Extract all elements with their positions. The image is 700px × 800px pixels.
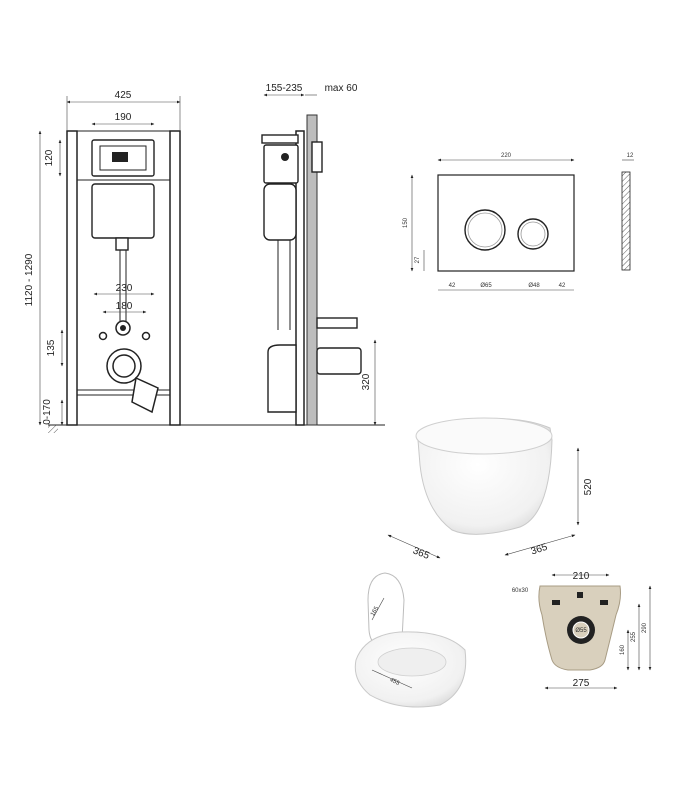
bolt-left bbox=[98, 331, 108, 341]
bowl-back-view: Ø55 210 60x30 275 160 255 290 bbox=[512, 571, 652, 690]
bowl-interior bbox=[377, 647, 447, 677]
dim-depth: 155-235 bbox=[266, 83, 303, 94]
frame-side-post bbox=[295, 130, 305, 426]
dim-max-60: max 60 bbox=[325, 83, 358, 94]
frame-side-view: 155-235 max 60 320 bbox=[261, 83, 377, 426]
dim-455: 455 bbox=[389, 677, 401, 687]
dim-230: 230 bbox=[116, 283, 133, 294]
center-fitting-core bbox=[120, 325, 126, 331]
dim-total-height: 1120 - 1290 bbox=[24, 253, 35, 306]
dim-320: 320 bbox=[361, 373, 372, 390]
drain-outlet-inner bbox=[112, 354, 136, 378]
bowl-open-view: 165 455 bbox=[354, 572, 467, 708]
dim-365a-line bbox=[387, 534, 441, 559]
dim-plate-190: 190 bbox=[115, 112, 132, 123]
side-plate-box bbox=[263, 144, 299, 184]
frame-front-view: 425 190 120 1120 - 1290 230 180 135 0-17… bbox=[24, 90, 385, 433]
flush-plate-body bbox=[437, 174, 575, 272]
dim-42-right: 42 bbox=[559, 283, 566, 289]
inlet-hole bbox=[577, 592, 583, 598]
dim-365-a: 365 bbox=[411, 545, 431, 562]
dim-275: 275 bbox=[573, 678, 590, 689]
small-button bbox=[517, 218, 549, 250]
dim-d48: Ø48 bbox=[528, 283, 540, 289]
dim-210: 210 bbox=[573, 571, 590, 582]
dim-165: 165 bbox=[370, 605, 381, 617]
side-plate-face bbox=[311, 141, 323, 173]
frame-post-right bbox=[169, 130, 181, 426]
dim-12: 12 bbox=[627, 153, 634, 159]
big-button-ring bbox=[467, 212, 503, 248]
big-button bbox=[464, 209, 506, 251]
dim-135: 135 bbox=[46, 339, 57, 356]
side-cistern bbox=[263, 183, 297, 241]
dim-520: 520 bbox=[583, 478, 594, 495]
dim-365-b: 365 bbox=[530, 542, 550, 558]
plate-profile bbox=[621, 171, 631, 271]
dim-width-425: 425 bbox=[115, 90, 132, 101]
dim-180: 180 bbox=[116, 301, 133, 312]
drain-elbow bbox=[131, 376, 159, 414]
floor-hatch bbox=[48, 425, 58, 433]
plate-mechanism bbox=[99, 145, 147, 171]
plate-valve-icon bbox=[112, 152, 128, 162]
small-button-ring bbox=[520, 221, 546, 247]
side-drain-outlet bbox=[316, 347, 362, 375]
dim-27: 27 bbox=[415, 256, 421, 263]
dim-290: 290 bbox=[642, 622, 648, 633]
dim-455-line bbox=[371, 669, 413, 689]
dim-d55: Ø55 bbox=[575, 628, 587, 634]
dim-165-line bbox=[371, 597, 385, 621]
drain-hole-inner bbox=[572, 621, 590, 639]
dim-255: 255 bbox=[631, 631, 637, 642]
dim-42-left: 42 bbox=[449, 283, 456, 289]
frame-post-left bbox=[66, 130, 78, 426]
bowl-seat bbox=[415, 417, 553, 455]
dim-160: 160 bbox=[620, 644, 626, 655]
dim-top-120: 120 bbox=[44, 149, 55, 166]
hole-right bbox=[600, 600, 608, 605]
dim-0-170: 0-170 bbox=[42, 399, 53, 425]
side-drain-trap bbox=[267, 344, 297, 413]
side-valve-icon bbox=[281, 153, 289, 161]
flush-plate-view: 220 150 27 42 Ø65 Ø48 42 12 bbox=[403, 153, 634, 291]
drain-outlet bbox=[106, 348, 142, 384]
dim-60x30: 60x30 bbox=[512, 588, 529, 594]
dim-d65: Ø65 bbox=[480, 283, 492, 289]
dim-365b-line bbox=[504, 534, 576, 556]
side-water-inlet bbox=[316, 317, 358, 329]
hole-left bbox=[552, 600, 560, 605]
bolt-right bbox=[141, 331, 151, 341]
dim-220: 220 bbox=[501, 153, 512, 159]
flush-pipe-top bbox=[115, 237, 129, 251]
cistern bbox=[91, 183, 155, 239]
bowl-3d-view: 520 365 365 bbox=[387, 417, 594, 562]
side-top-bracket bbox=[261, 134, 299, 144]
wall-section bbox=[306, 114, 318, 426]
dim-150: 150 bbox=[403, 217, 409, 228]
